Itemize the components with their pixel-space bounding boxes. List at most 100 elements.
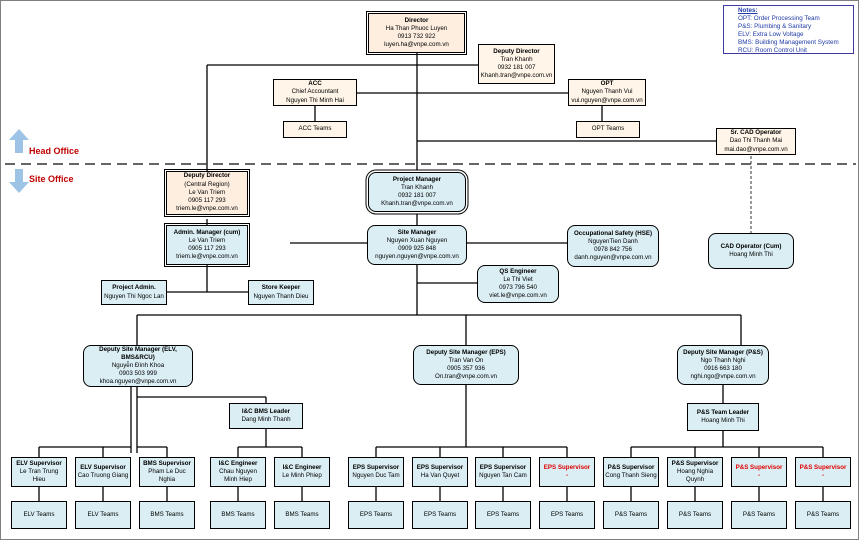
supervisor-title: ELV Supervisor <box>16 459 62 467</box>
team-label: BMS Teams <box>221 510 255 518</box>
ps-team-leader-title: P&S Team Leader <box>696 408 750 416</box>
qs-phone: 0973 796 540 <box>499 284 537 291</box>
ps-team-leader-box: P&S Team Leader Hoang Minh Thi <box>687 403 759 431</box>
team-box: BMS Teams <box>139 501 195 529</box>
supervisor-name-line2: Nghia <box>158 476 176 484</box>
note-item: P&S: Plumbing & Sanitary <box>738 22 812 30</box>
site-manager-email: nguyen.nguyen@vnpe.com.vn <box>375 253 459 261</box>
supervisor-name: Le Minh Phiep <box>282 472 322 479</box>
store-keeper-box: Store Keeper Nguyen Thanh Dieu <box>248 280 314 305</box>
site-manager-box: Site Manager Nguyen Xuan Nguyen 0909 925… <box>367 225 467 265</box>
supervisor-name: Ha Van Quyet <box>420 472 460 479</box>
team-label: P&S Teams <box>614 510 648 518</box>
hse-name: NguyenTien Danh <box>588 237 638 245</box>
director-email: luyen.ha@vnpe.com.vn <box>384 41 449 49</box>
dsm-ps-box: Deputy Site Manager (P&S) Ngo Thanh Nghi… <box>677 345 769 385</box>
dsm-ps-name: Ngo Thanh Nghi <box>700 356 746 364</box>
note-item: RCU: Room Control Unit <box>738 46 807 54</box>
project-manager-box: Project Manager Tran Khanh 0932 181 007 … <box>368 172 466 212</box>
opt-box: OPT Nguyen Thanh Vui vui.nguyen@vnpe.com… <box>568 79 646 106</box>
team-label: BMS Teams <box>150 510 184 518</box>
deputy-director-name: Tran Khanh <box>500 55 533 63</box>
head-office-label: Head Office <box>29 146 80 156</box>
supervisor-name: Chau Nguyen <box>219 467 257 475</box>
director-name: Ha Than Phuoc Luyen <box>385 24 448 32</box>
dsm-ps-email: nghi.ngo@vnpe.com.vn <box>690 373 756 381</box>
sr-cad-email: mai.dao@vnpe.com.vn <box>724 145 788 153</box>
team-box: EPS Teams <box>475 501 531 529</box>
supervisor-box: EPS Supervisor- <box>539 457 595 487</box>
supervisor-name-line2: Hieu <box>32 476 46 484</box>
ic-bms-leader-name: Dang Minh Thanh <box>241 416 291 423</box>
acc-teams-label: ACC Teams <box>298 125 332 133</box>
team-box: ELV Teams <box>75 501 131 529</box>
acc-box: ACC Chief Accountant Nguyen Thi Minh Hai <box>273 79 357 106</box>
note-item: ELV: Extra Low Voltage <box>738 30 804 38</box>
director-phone: 0913 732 922 <box>397 33 436 40</box>
dsm-eps-phone: 0905 357 936 <box>447 365 485 372</box>
deputy-director-central-region: (Central Region) <box>184 180 230 188</box>
site-manager-name: Nguyen Xuan Nguyen <box>386 236 448 244</box>
project-admin-title: Project Admin. <box>112 284 156 292</box>
deputy-director-title: Deputy Director <box>493 47 540 55</box>
director-box: Director Ha Than Phuoc Luyen 0913 732 92… <box>366 11 467 55</box>
acc-name: Nguyen Thi Minh Hai <box>286 96 344 104</box>
admin-manager-phone: 0905 117 293 <box>188 245 226 252</box>
deputy-director-central-title: Deputy Director <box>183 172 231 180</box>
supervisor-box: P&S Supervisor- <box>795 457 851 487</box>
store-keeper-name: Nguyen Thanh Dieu <box>253 292 309 300</box>
supervisor-name: - <box>757 472 761 479</box>
ps-team-leader-name: Hoang Minh Thi <box>701 417 745 424</box>
team-box: BMS Teams <box>210 501 266 529</box>
team-label: P&S Teams <box>678 510 712 518</box>
deputy-director-central-phone: 0905 117 293 <box>188 197 226 205</box>
supervisor-title: EPS Supervisor <box>352 463 400 471</box>
ic-bms-leader-title: I&C BMS Leader <box>241 407 291 415</box>
admin-manager-email: triem.le@vnpe.com.vn <box>176 253 238 261</box>
project-manager-name: Tran Khanh <box>400 183 434 191</box>
admin-manager-box: Admin. Manager (cum) Le Van Triem 0905 1… <box>164 223 250 267</box>
supervisor-title: P&S Supervisor <box>735 463 783 471</box>
hse-email: danh.nguyen@vnpe.com.vn <box>574 254 652 262</box>
project-manager-email: Khanh.tran@vnpe.com.vn <box>381 200 453 208</box>
deputy-director-phone: 0932 181 007 <box>497 64 536 71</box>
deputy-director-central-name: Le Van Triem <box>188 188 226 196</box>
sr-cad-name: Dao Thi Thanh Mai <box>729 137 783 145</box>
site-manager-title: Site Manager <box>397 228 437 236</box>
opt-teams-label: OPT Teams <box>591 125 625 133</box>
dsm-elv-title: Deputy Site Manager (ELV, BMS&RCU) <box>99 345 177 361</box>
cad-operator-box: CAD Operator (Cum) Hoang Minh Thi <box>708 233 794 269</box>
notes-legend: Notes: OPT: Order Processing Team P&S: P… <box>723 5 854 54</box>
team-label: EPS Teams <box>359 510 393 518</box>
dsm-eps-name: Tran Van On <box>448 356 484 364</box>
team-label: ELV Teams <box>23 510 55 518</box>
deputy-director-box: Deputy Director Tran Khanh 0932 181 007 … <box>478 44 555 84</box>
acc-role: Chief Accountant <box>291 88 339 96</box>
acc-title: ACC <box>308 80 322 88</box>
team-label: P&S Teams <box>742 510 776 518</box>
hse-phone: 0978 842 756 <box>594 246 632 253</box>
dsm-eps-title: Deputy Site Manager (EPS) <box>426 348 506 356</box>
supervisor-title: BMS Supervisor <box>143 459 191 467</box>
supervisor-name: Le Tran Trung <box>19 467 59 475</box>
opt-email: vui.nguyen@vnpe.com.vn <box>571 96 643 104</box>
deputy-director-central-email: triem.le@vnpe.com.vn <box>176 205 238 213</box>
opt-name: Nguyen Thanh Vui <box>581 88 633 96</box>
supervisor-title: P&S Supervisor <box>671 459 719 467</box>
deputy-director-email: Khanh.tran@vnpe.com.vn <box>480 72 553 80</box>
opt-teams-box: OPT Teams <box>576 121 640 138</box>
supervisor-title: EPS Supervisor <box>416 463 464 471</box>
team-label: P&S Teams <box>806 510 840 518</box>
hse-box: Occupational Safety (HSE) NguyenTien Dan… <box>567 225 659 267</box>
supervisor-title: EPS Supervisor <box>479 463 527 471</box>
qs-box: QS Engineer Le Thi Viet 0973 796 540 vie… <box>477 265 559 303</box>
site-manager-phone: 0909 925 848 <box>398 245 436 252</box>
dsm-ps-phone: 0916 663 180 <box>704 365 742 372</box>
team-label: BMS Teams <box>285 510 319 518</box>
supervisor-name: Cong Thanh Sieng <box>605 472 657 479</box>
